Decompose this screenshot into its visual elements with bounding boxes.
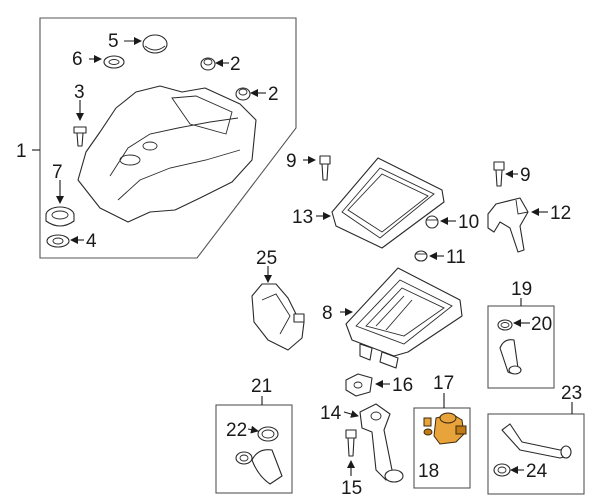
bolt-left[interactable]	[319, 155, 331, 181]
callout-21[interactable]: 21	[251, 376, 272, 397]
callout-9b[interactable]: 9	[520, 165, 531, 186]
engine-cover[interactable]	[77, 85, 257, 223]
o-ring-18[interactable]	[423, 417, 433, 436]
callout-12[interactable]: 12	[550, 203, 571, 224]
mounting-bolt[interactable]	[73, 126, 87, 147]
group-box-cover-assembly	[39, 17, 297, 259]
group-box-17	[413, 407, 471, 489]
group-box-23	[487, 413, 585, 495]
callout-2b[interactable]: 2	[268, 84, 279, 105]
valve-17[interactable]	[433, 412, 467, 445]
bracket-16[interactable]	[345, 373, 373, 397]
callout-25[interactable]: 25	[256, 248, 277, 269]
callout-16[interactable]: 16	[392, 375, 413, 396]
callout-5[interactable]: 5	[108, 31, 119, 52]
rubber-mount-10[interactable]	[425, 215, 439, 229]
hose-clamp-24[interactable]	[493, 463, 511, 477]
intercooler[interactable]	[345, 267, 463, 369]
leader-14	[343, 410, 359, 418]
callout-15[interactable]: 15	[341, 478, 362, 499]
callout-9a[interactable]: 9	[286, 151, 297, 172]
hose-21[interactable]	[235, 426, 283, 485]
hose-19[interactable]	[499, 339, 522, 375]
callout-20[interactable]: 20	[531, 314, 552, 335]
callout-23[interactable]: 23	[561, 383, 582, 404]
pipe-23[interactable]	[501, 423, 572, 459]
callout-11[interactable]: 11	[446, 247, 466, 268]
callout-10[interactable]: 10	[458, 212, 479, 233]
callout-8[interactable]: 8	[322, 303, 333, 324]
group-box-21	[215, 404, 293, 494]
grommet[interactable]	[103, 55, 125, 69]
seal-ring[interactable]	[45, 206, 75, 227]
gasket[interactable]	[46, 234, 70, 248]
hose-clamp-20[interactable]	[497, 319, 513, 331]
callout-24[interactable]: 24	[526, 461, 548, 482]
callout-22[interactable]: 22	[226, 420, 247, 441]
oil-filler-cap[interactable]	[142, 34, 168, 54]
callout-19[interactable]: 19	[511, 279, 532, 300]
leader-22	[247, 425, 259, 434]
insulator-lower[interactable]	[235, 87, 251, 101]
callout-7[interactable]: 7	[52, 162, 63, 183]
callout-3[interactable]: 3	[74, 82, 85, 103]
intercooler-bracket[interactable]	[331, 157, 445, 249]
bracket-14[interactable]	[359, 403, 404, 483]
callout-18[interactable]: 18	[418, 461, 439, 482]
bolt-right[interactable]	[493, 161, 505, 187]
air-duct[interactable]	[251, 283, 305, 351]
callout-17[interactable]: 17	[433, 373, 454, 394]
support-bracket[interactable]	[487, 197, 529, 253]
callout-6[interactable]: 6	[72, 49, 83, 70]
callout-13[interactable]: 13	[292, 207, 313, 228]
callout-4[interactable]: 4	[86, 231, 97, 252]
callout-1[interactable]: 1	[16, 141, 27, 162]
insulator-upper[interactable]	[200, 57, 216, 71]
bolt-15[interactable]	[345, 429, 357, 457]
rubber-mount-11[interactable]	[414, 250, 428, 262]
callout-2a[interactable]: 2	[230, 54, 241, 75]
callout-14[interactable]: 14	[320, 403, 342, 424]
